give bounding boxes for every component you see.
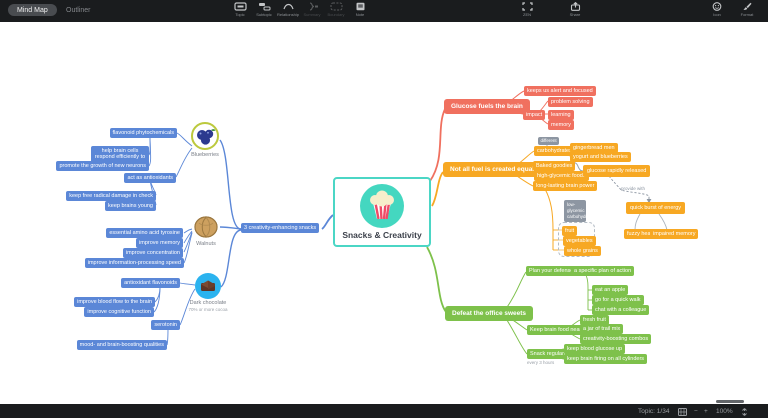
zen-mode-icon <box>521 2 533 11</box>
topic-walnuts-label[interactable]: Walnuts <box>196 241 216 247</box>
boundary-icon <box>330 2 342 11</box>
subtopic-button[interactable]: Subtopic <box>252 2 276 17</box>
topic-icon <box>233 2 247 11</box>
topic-plan-defense[interactable]: Plan your defense <box>526 266 577 276</box>
dark-chocolate-note: 70% or more cocoa <box>188 307 228 312</box>
note-button[interactable]: Note <box>348 2 372 17</box>
topic-blueberries[interactable] <box>191 122 219 155</box>
topic-improve-speed[interactable]: improve information-processing speed <box>84 258 184 268</box>
topic-snack-regularly[interactable]: Snack regularly <box>527 349 571 359</box>
topic-serotonin[interactable]: serotonin <box>151 320 180 330</box>
topic-baked-goodies[interactable]: Baked goodies <box>533 161 576 171</box>
horizontal-scrollbar-thumb[interactable] <box>716 400 744 403</box>
topic-3-snacks[interactable]: 3 creativity-enhancing snacks <box>241 223 320 233</box>
label-different[interactable]: different <box>538 137 560 145</box>
topic-yogurt[interactable]: yogurt and blueberries <box>570 152 631 162</box>
mode-mindmap-button[interactable]: Mind Map <box>8 4 57 16</box>
topic-dark-chocolate-label[interactable]: Dark chocolate <box>189 300 227 306</box>
topic-vegetables[interactable]: vegetables <box>563 236 596 246</box>
relationship-label[interactable]: provide with <box>621 186 646 191</box>
walnut-icon <box>194 216 218 238</box>
topic-promote-growth[interactable]: promote the growth of new neurons <box>56 161 149 171</box>
topic-whole-grains[interactable]: whole grains <box>564 246 601 256</box>
topic-count: Topic: 1/34 <box>638 408 670 415</box>
minimap-icon[interactable] <box>678 407 687 416</box>
topic-chat-colleague[interactable]: chat with a colleague <box>592 305 650 315</box>
topic-flavonoid-phytochemicals[interactable]: flavonoid phytochemicals <box>109 128 177 138</box>
topic-eat-apple[interactable]: eat an apple <box>592 285 629 295</box>
topic-brain-firing[interactable]: keep brain firing on all cylinders <box>564 354 648 364</box>
share-button[interactable]: Share <box>563 2 587 17</box>
central-topic-label: Snacks & Creativity <box>342 230 422 240</box>
note-icon <box>356 2 364 11</box>
zoom-level[interactable]: 100% <box>716 408 733 415</box>
topic-tyrosine[interactable]: essential amino acid tyrosine <box>106 228 183 238</box>
summary-button[interactable]: Summary <box>300 2 324 17</box>
topic-fruit[interactable]: fruit <box>562 226 578 236</box>
zen-mode-button[interactable]: ZEN <box>515 2 539 17</box>
fit-window-icon[interactable] <box>740 407 749 416</box>
topic-brain-food-nearby[interactable]: Keep brain food nearby <box>527 325 591 335</box>
top-toolbar: Mind Map Outliner Topic Subtopic Relatio… <box>0 0 768 22</box>
topic-problem-solving[interactable]: problem solving <box>548 97 593 107</box>
subtopic-icon <box>258 3 270 11</box>
mode-outliner-button[interactable]: Outliner <box>66 7 91 14</box>
central-topic[interactable]: Snacks & Creativity <box>333 177 431 247</box>
zoom-out-button[interactable]: − <box>694 408 698 415</box>
topic-keep-brains-young[interactable]: keep brains young <box>105 201 156 211</box>
boundary-label-low-glycemic[interactable]: low-glycemic carbohydrates <box>564 200 596 223</box>
topic-glucose-rapid[interactable]: glucose rapidly released <box>583 165 651 177</box>
topic-keep-free-radical[interactable]: keep free radical damage in check <box>66 191 156 201</box>
boundary-button[interactable]: Boundary <box>324 2 348 17</box>
relationship-icon <box>282 3 294 10</box>
topic-improve-cognitive[interactable]: improve cognitive function <box>84 307 154 317</box>
topic-learning[interactable]: learning <box>548 110 574 120</box>
topic-fuel-root[interactable]: Not all fuel is created equal <box>443 162 542 178</box>
topic-memory[interactable]: memory <box>548 120 574 130</box>
topic-improve-concentration[interactable]: improve concentration <box>122 248 183 258</box>
format-panel-button[interactable]: Format <box>735 2 759 17</box>
topic-trail-mix[interactable]: a jar of trail mix <box>580 324 624 334</box>
topic-act-as-antioxidants[interactable]: act as antioxidants <box>124 173 176 183</box>
topic-button[interactable]: Topic <box>228 2 252 17</box>
chocolate-icon <box>195 273 221 299</box>
topic-impact[interactable]: impact <box>523 110 546 120</box>
topic-antioxidant-flavonoids[interactable]: antioxidant flavonoids <box>121 278 180 288</box>
icon-panel-button[interactable]: Icon <box>705 2 729 17</box>
topic-quick-walk[interactable]: go for a quick walk <box>592 295 644 305</box>
topic-specific-plan[interactable]: a specific plan of action <box>571 266 635 276</box>
topic-glucose-root[interactable]: Glucose fuels the brain <box>444 99 530 115</box>
topic-defeat-root[interactable]: Defeat the office sweets <box>445 306 534 322</box>
topic-impaired-memory[interactable]: impaired memory <box>650 229 699 239</box>
blueberries-icon <box>191 122 219 150</box>
paintbrush-icon <box>743 2 752 10</box>
topic-mood-boost[interactable]: mood- and brain-boosting qualities <box>76 340 167 350</box>
topic-gingerbread[interactable]: gingerbread men <box>570 143 618 153</box>
topic-walnuts[interactable] <box>193 214 219 245</box>
topic-alert-focused[interactable]: keeps us alert and focused <box>524 86 596 96</box>
zoom-in-button[interactable]: + <box>704 408 708 415</box>
topic-high-glycemic[interactable]: high-glycemic foods <box>534 171 589 181</box>
topic-quick-burst[interactable]: quick burst of energy <box>626 202 686 214</box>
topic-improve-memory[interactable]: improve memory <box>136 238 183 248</box>
topic-long-lasting[interactable]: long-lasting brain power <box>533 181 598 191</box>
topic-combos[interactable]: creativity-boosting combos <box>580 334 652 344</box>
topic-carbohydrates[interactable]: carbohydrates <box>534 146 575 156</box>
summary-icon <box>309 2 318 11</box>
topic-blood-glucose-up[interactable]: keep blood glucose up <box>564 344 626 354</box>
topic-dark-chocolate[interactable] <box>195 273 221 304</box>
smiley-icon <box>712 2 722 11</box>
topic-blueberries-label[interactable]: Blueberries <box>191 152 219 158</box>
topic-fresh-fruit[interactable]: fresh fruit <box>580 315 609 325</box>
status-bar: Topic: 1/34 − + 100% <box>0 404 768 418</box>
topic-fuzzy-head[interactable]: fuzzy head <box>624 229 657 239</box>
share-icon <box>570 2 580 11</box>
popcorn-icon <box>360 184 404 228</box>
topic-improve-blood-flow[interactable]: improve blood flow to the brain <box>74 297 155 307</box>
note-every-3-hours: every 3 hours <box>527 360 555 365</box>
relationship-button[interactable]: Relationship <box>276 2 300 17</box>
